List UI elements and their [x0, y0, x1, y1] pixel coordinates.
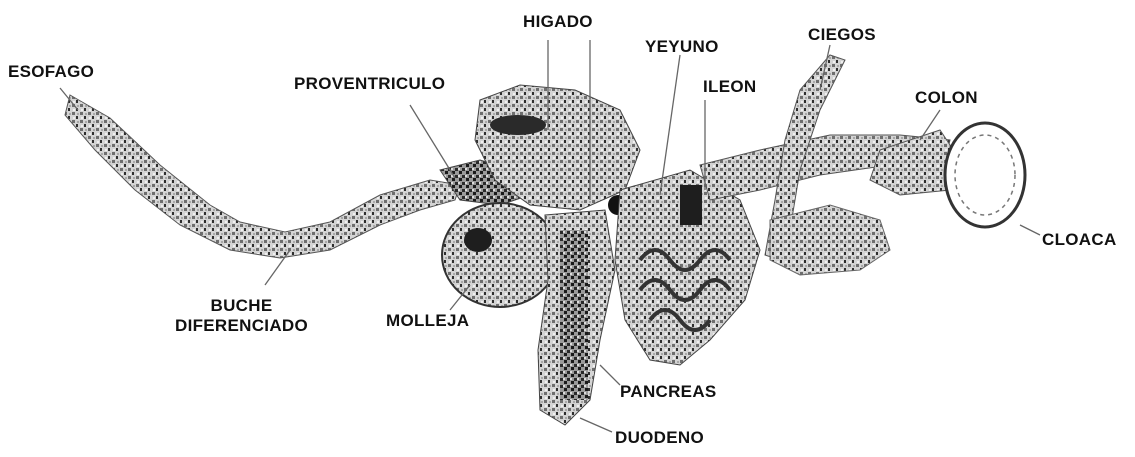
- label-cloaca: CLOACA: [1042, 230, 1117, 250]
- label-higado: HIGADO: [523, 12, 593, 32]
- label-molleja: MOLLEJA: [386, 311, 469, 331]
- label-buche-diferenciado: BUCHE DIFERENCIADO: [175, 296, 308, 336]
- label-yeyuno: YEYUNO: [645, 37, 719, 57]
- esophagus-shape: [65, 95, 460, 258]
- cloaca-shape: [945, 123, 1025, 227]
- label-ciegos: CIEGOS: [808, 25, 876, 45]
- label-ileon: ILEON: [703, 77, 756, 97]
- label-proventriculo: PROVENTRICULO: [294, 74, 445, 94]
- label-esofago: ESOFAGO: [8, 62, 94, 82]
- label-diferenciado: DIFERENCIADO: [175, 316, 308, 336]
- label-colon: COLON: [915, 88, 978, 108]
- gizzard-shape: [442, 203, 558, 307]
- label-buche: BUCHE: [175, 296, 308, 316]
- label-duodeno: DUODENO: [615, 428, 704, 448]
- label-pancreas: PANCREAS: [620, 382, 717, 402]
